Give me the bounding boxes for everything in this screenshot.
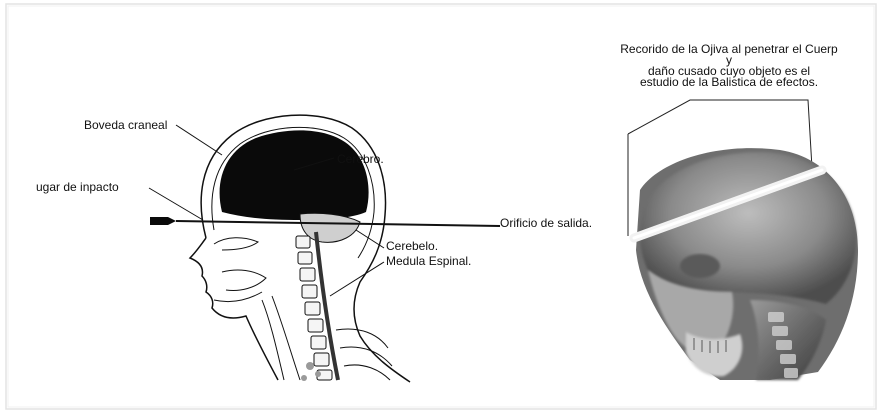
xray-skull-image	[634, 148, 858, 380]
leader-impact	[149, 188, 203, 220]
label-spinal-cord: Medula Espinal.	[386, 255, 471, 268]
jaw-line	[214, 292, 262, 302]
xray-caption: Recorido de la Ojiva al penetrar el Cuer…	[598, 44, 860, 88]
label-exit-hole: Orificio de salida.	[500, 217, 592, 230]
label-brain: Cerebro.	[337, 153, 384, 166]
label-skull-vault: Boveda craneal	[84, 119, 167, 132]
trachea	[262, 300, 284, 380]
xray-orbit	[680, 254, 720, 278]
nasal-cavity	[214, 238, 258, 250]
leader-skull-vault	[176, 125, 222, 155]
bullet	[150, 217, 176, 225]
ribs	[336, 329, 392, 380]
label-cerebellum: Cerebelo.	[386, 240, 438, 253]
brain-shape	[220, 130, 369, 220]
oral-cavity	[222, 270, 266, 291]
caption-line-4: estudio de la Balistica de efectos.	[598, 77, 860, 88]
label-impact-point: ugar de inpacto	[36, 181, 119, 194]
esophagus	[272, 296, 300, 380]
